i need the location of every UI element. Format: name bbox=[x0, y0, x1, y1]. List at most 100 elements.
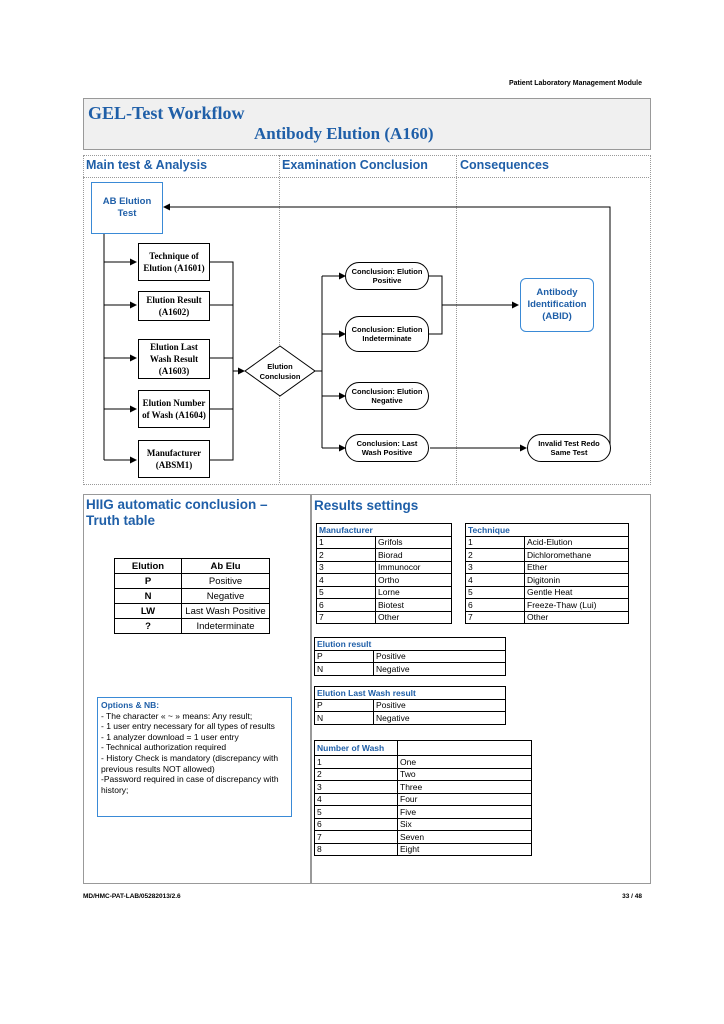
table-cell: Two bbox=[397, 767, 532, 781]
banner-title: GEL-Test Workflow bbox=[88, 103, 245, 123]
document-id: MD/HMC-PAT-LAB/05282013/2.6 bbox=[83, 893, 181, 900]
table-cell: ? bbox=[114, 618, 182, 634]
decision-diamond bbox=[244, 345, 316, 397]
table-cell: Three bbox=[397, 780, 532, 794]
page-number: 33 / 48 bbox=[622, 893, 642, 900]
table-cell: Four bbox=[397, 792, 532, 806]
table-row: Technique bbox=[465, 523, 629, 537]
table-cell: 3 bbox=[465, 560, 525, 574]
table-cell: Digitonin bbox=[524, 573, 629, 587]
table-cell: 4 bbox=[316, 573, 376, 587]
table-cell: 5 bbox=[316, 585, 376, 599]
table-cell: 2 bbox=[314, 767, 398, 781]
table-cell: 2 bbox=[316, 548, 376, 562]
column-divider bbox=[456, 155, 457, 483]
table-cell: One bbox=[397, 755, 532, 769]
column-title-consequences: Consequences bbox=[460, 158, 549, 172]
table-cell: N bbox=[114, 588, 182, 604]
table-cell: Positive bbox=[181, 573, 270, 589]
step-elution-result: Elution Result (A1602) bbox=[138, 291, 210, 321]
table-cell: 3 bbox=[314, 780, 398, 794]
results-panel bbox=[310, 494, 651, 884]
invalid-test-node: Invalid Test Redo Same Test bbox=[527, 434, 611, 462]
notes-title: Options & NB: bbox=[101, 700, 160, 710]
table-cell: Indeterminate bbox=[181, 618, 270, 634]
column-title-exam: Examination Conclusion bbox=[282, 158, 428, 172]
table-cell: 1 bbox=[314, 755, 398, 769]
notes-line: - History Check is mandatory (discrepanc… bbox=[101, 752, 279, 774]
table-header: Technique bbox=[465, 523, 629, 537]
table-cell: Negative bbox=[373, 711, 506, 725]
table-header: Elution result bbox=[314, 637, 506, 651]
conclusion-last-wash-positive: Conclusion: Last Wash Positive bbox=[345, 434, 429, 462]
workflow-banner: GEL-Test Workflow Antibody Elution (A160… bbox=[83, 98, 651, 150]
table-cell: Negative bbox=[373, 662, 506, 676]
table-cell: 1 bbox=[465, 535, 525, 549]
table-cell: Other bbox=[524, 610, 629, 624]
table-cell: 4 bbox=[465, 573, 525, 587]
step-number-of-wash: Elution Number of Wash (A1604) bbox=[138, 390, 210, 428]
table-cell: 4 bbox=[314, 792, 398, 806]
table-cell: 7 bbox=[314, 830, 398, 844]
header-divider bbox=[83, 177, 649, 178]
table-cell: 5 bbox=[314, 805, 398, 819]
table-header: Elution Last Wash result bbox=[314, 686, 506, 700]
table-cell: Eight bbox=[397, 842, 532, 856]
table-header: Manufacturer bbox=[316, 523, 452, 537]
module-header: Patient Laboratory Management Module bbox=[508, 80, 642, 87]
table-header: Elution bbox=[114, 558, 182, 574]
truth-panel bbox=[83, 494, 312, 884]
table-row: Manufacturer bbox=[316, 523, 452, 537]
step-technique: Technique of Elution (A1601) bbox=[138, 243, 210, 281]
table-row: Elution result bbox=[314, 637, 506, 651]
results-title: Results settings bbox=[314, 498, 419, 513]
abid-node: Antibody Identification (ABID) bbox=[520, 278, 594, 332]
table-cell: 8 bbox=[314, 842, 398, 856]
notes-line: - 1 user entry necessary for all types o… bbox=[101, 721, 275, 732]
notes-line: -Password required in case of discrepanc… bbox=[101, 774, 279, 795]
truth-title: HIIG automatic conclusion – Truth table bbox=[86, 497, 268, 528]
start-node-ab-elution: AB Elution Test bbox=[91, 182, 163, 234]
table-cell: Dichloromethane bbox=[524, 548, 629, 562]
table-cell: 6 bbox=[314, 817, 398, 831]
table-cell: N bbox=[314, 662, 374, 676]
table-cell: P bbox=[314, 698, 374, 712]
table-cell: 2 bbox=[465, 548, 525, 562]
table-cell: 3 bbox=[316, 560, 376, 574]
table-cell: Negative bbox=[181, 588, 270, 604]
table-cell: Seven bbox=[397, 830, 532, 844]
step-last-wash: Elution Last Wash Result (A1603) bbox=[138, 339, 210, 379]
step-manufacturer: Manufacturer (ABSM1) bbox=[138, 440, 210, 478]
decision-label: Elution Conclusion bbox=[259, 362, 301, 381]
table-cell: Five bbox=[397, 805, 532, 819]
table-cell: 5 bbox=[465, 585, 525, 599]
table-cell: N bbox=[314, 711, 374, 725]
table-cell: Ortho bbox=[375, 573, 452, 587]
workflow-panel bbox=[83, 155, 651, 485]
notes-line: - The character « ~ » means: Any result; bbox=[101, 710, 253, 721]
notes-line: - Technical authorization required bbox=[101, 742, 227, 753]
table-cell: Last Wash Positive bbox=[181, 603, 270, 619]
table-cell: 6 bbox=[465, 598, 525, 612]
